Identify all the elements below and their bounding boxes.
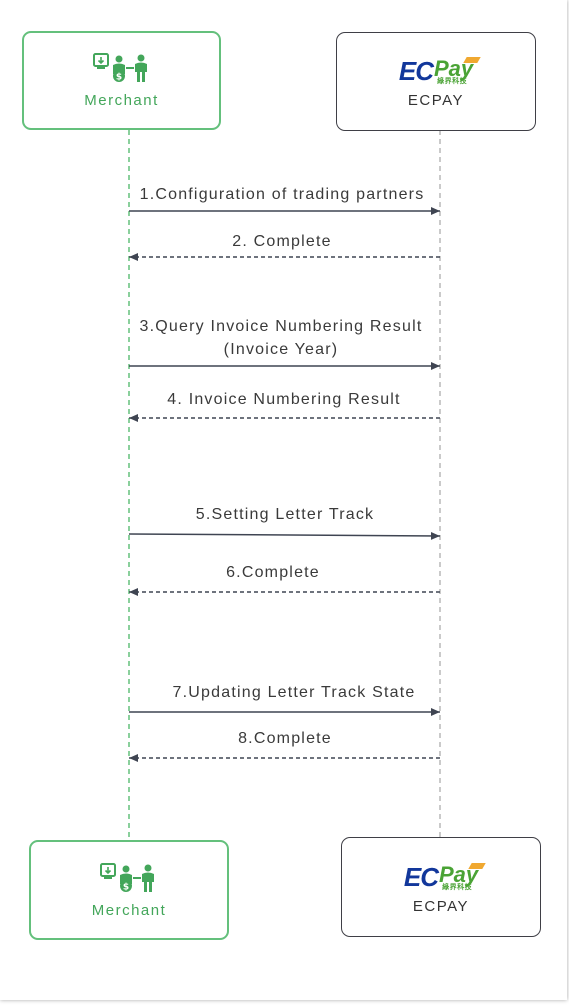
ecpay-logo: EC Pay 綠界科技 xyxy=(399,54,481,85)
message-3-label: 3.Query Invoice Numbering Result xyxy=(139,318,423,335)
message-1-label: 1.Configuration of trading partners xyxy=(139,186,425,203)
svg-text:$: $ xyxy=(123,882,129,892)
svg-text:$: $ xyxy=(115,73,121,83)
merchant-actor-bottom: $ Merchant xyxy=(29,840,229,940)
message-5-arrow xyxy=(128,531,441,540)
message-4-label: 4. Invoice Numbering Result xyxy=(167,391,401,408)
message-8-label: 8.Complete xyxy=(238,730,332,747)
message-5-label: 5.Setting Letter Track xyxy=(195,506,375,523)
merchant-label: Merchant xyxy=(91,901,167,919)
logo-swoosh xyxy=(463,57,481,63)
message-6-label: 6.Complete xyxy=(226,564,320,581)
message-7-label: 7.Updating Letter Track State xyxy=(172,684,416,701)
ecpay-actor-bottom: EC Pay 綠界科技 ECPAY xyxy=(341,837,541,937)
merchant-actor-top: $ Merchant xyxy=(22,31,221,130)
ecpay-logo: EC Pay 綠界科技 xyxy=(404,860,486,891)
ecpay-actor-top: EC Pay 綠界科技 ECPAY xyxy=(336,32,536,131)
message-2-label: 2. Complete xyxy=(232,233,332,250)
ecpay-label: ECPAY xyxy=(412,897,470,915)
merchant-icon: $ xyxy=(100,862,154,892)
message-3-sublabel: (Invoice Year) xyxy=(223,341,339,358)
merchant-icon: $ xyxy=(92,53,147,83)
ecpay-label: ECPAY xyxy=(407,92,465,109)
merchant-label: Merchant xyxy=(84,92,159,109)
logo-swoosh xyxy=(468,862,486,869)
